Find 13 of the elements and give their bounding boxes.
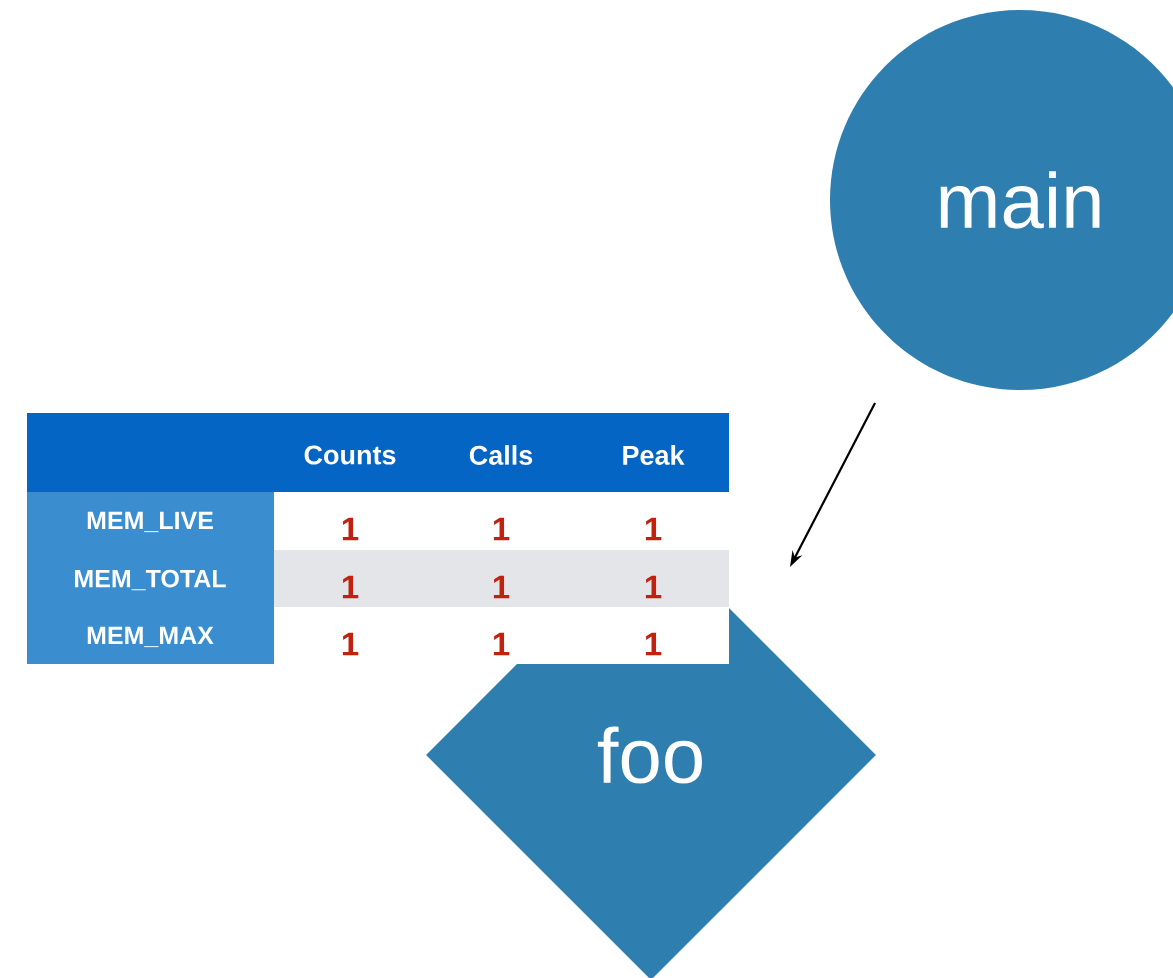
row-header: MEM_MAX [87, 626, 214, 648]
table-value: 1 [493, 632, 510, 656]
column-header: Calls [469, 445, 533, 465]
row-header: MEM_TOTAL [75, 569, 226, 591]
table-value: 1 [342, 575, 359, 599]
table-value: 1 [645, 575, 662, 599]
table-value: 1 [645, 632, 662, 656]
column-header: Counts [304, 445, 396, 465]
table-value: 1 [493, 575, 510, 599]
column-header: Peak [623, 445, 685, 465]
table-value: 1 [342, 632, 359, 656]
table-value: 1 [342, 517, 359, 541]
row-header: MEM_LIVE [87, 511, 213, 533]
